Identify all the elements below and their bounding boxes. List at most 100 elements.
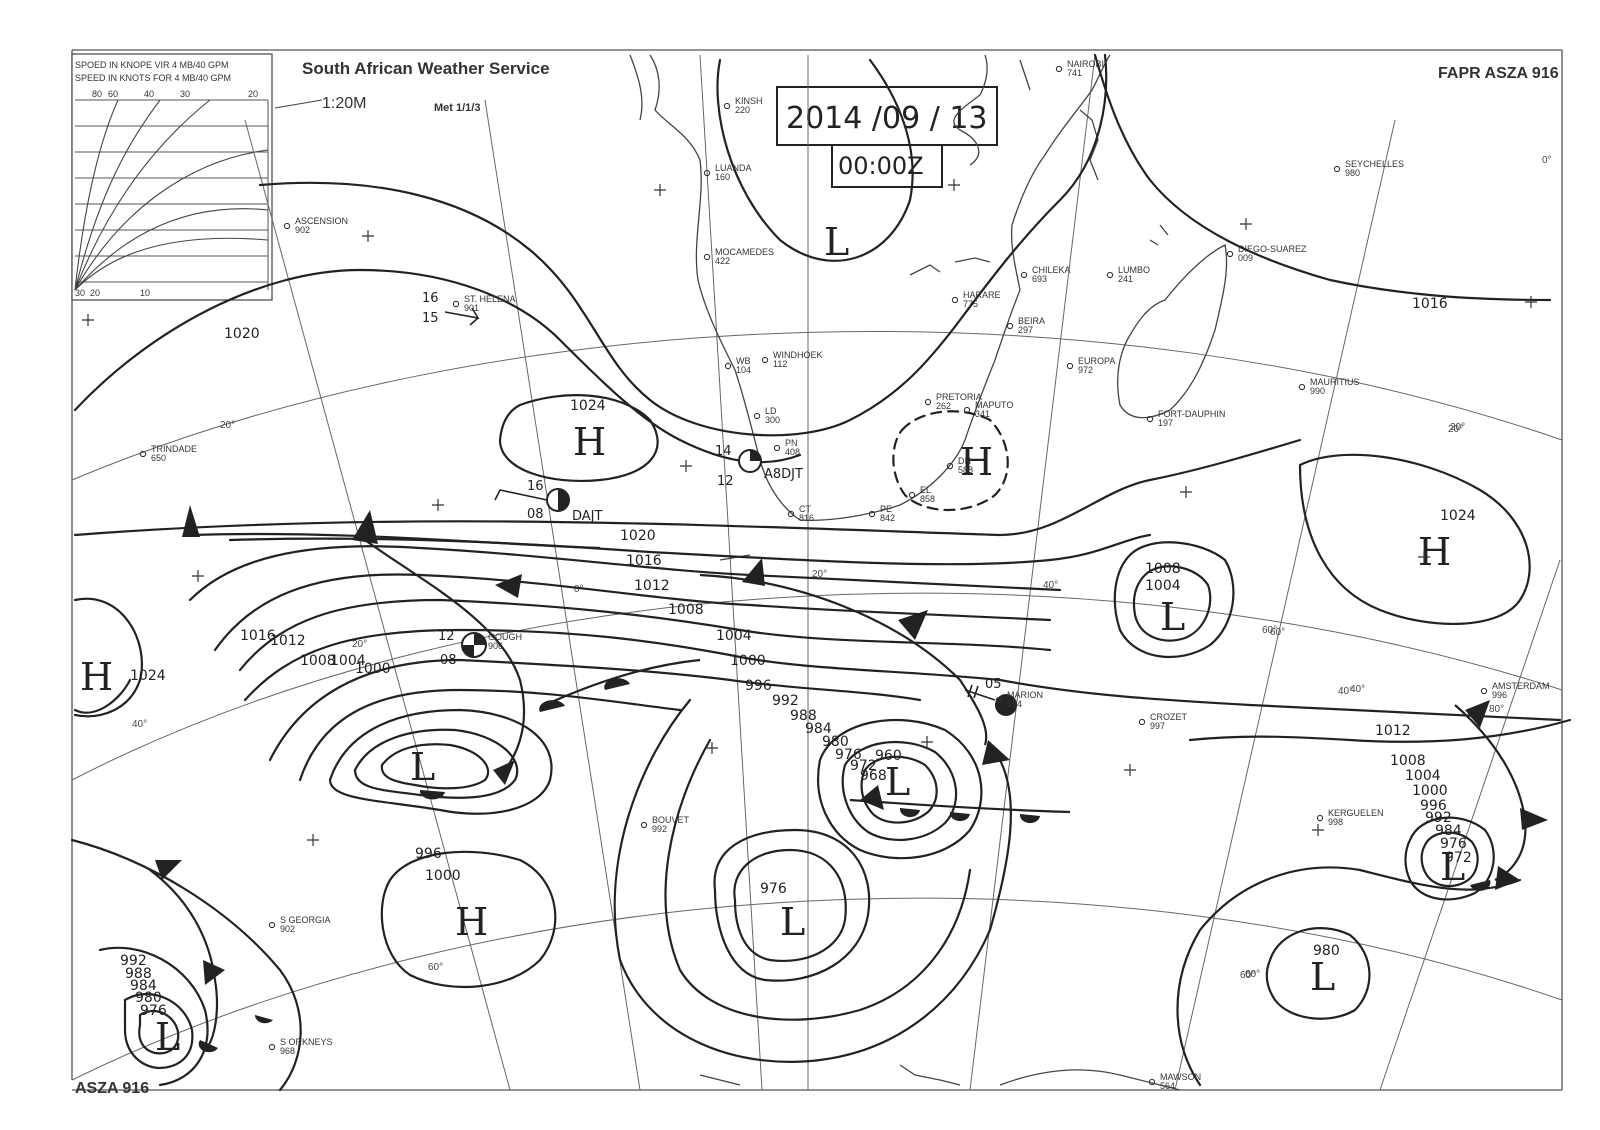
isobar-label: 980: [822, 734, 849, 750]
station-marker: [703, 169, 711, 177]
isobar-label: 1000: [730, 653, 766, 669]
ship-obs-value: 05: [985, 677, 1002, 692]
station-marker: [1148, 1078, 1156, 1086]
station-name: LD: [765, 406, 777, 416]
station-name: SEYCHELLES: [1345, 159, 1404, 169]
station-code: 968: [280, 1046, 295, 1056]
high-centre: H: [455, 900, 488, 944]
station-code: 990: [1310, 386, 1325, 396]
station-marker: [283, 222, 291, 230]
valid-time-stamp: 2014 /09 / 13 00:00Z: [776, 86, 998, 188]
station-name: MAWSON: [1160, 1072, 1201, 1082]
station-code: 408: [785, 447, 800, 457]
station-code: 998: [1328, 817, 1343, 827]
grid-label: 60°: [1240, 970, 1255, 981]
isobar-label: 996: [1420, 798, 1447, 814]
ship-obs-value: 16: [422, 291, 439, 306]
station-marker: [640, 821, 648, 829]
station-name: KERGUELEN: [1328, 808, 1384, 818]
station-code: 901: [464, 303, 479, 313]
isobar-label: 1008: [1390, 753, 1426, 769]
station-code: 994: [1007, 699, 1022, 709]
isobar-label: 1024: [1440, 508, 1476, 524]
chart-code-bottom: ASZA 916: [75, 1080, 149, 1097]
chart-time: 00:00Z: [838, 152, 924, 180]
chart-scale: 1:20M: [322, 95, 366, 112]
isobar-label: 992: [1425, 810, 1452, 826]
low-centre: L: [885, 760, 910, 804]
station-name: EL: [920, 485, 931, 495]
station-marker: [724, 362, 732, 370]
grid-label: 60°: [1245, 969, 1260, 980]
ship-obs-value: 14: [715, 444, 732, 459]
isobar-label: 1012: [1375, 723, 1411, 739]
isobar-label: 992: [120, 953, 147, 969]
station-marker: [723, 102, 731, 110]
station-name: DN: [958, 456, 971, 466]
station-marker: [773, 444, 781, 452]
low-centre: L: [824, 220, 849, 264]
station-name: S GEORGIA: [280, 915, 331, 925]
chart-date: 2014 /09 / 13: [786, 101, 988, 136]
station-marker: [268, 921, 276, 929]
high-centre: H: [80, 655, 113, 699]
station-code: 197: [1158, 418, 1173, 428]
station-code: 220: [735, 105, 750, 115]
ship-obs-value: 15: [422, 311, 439, 326]
isobar-label: 1012: [270, 633, 306, 649]
wind-scale-tick: 60: [108, 89, 118, 99]
station-name: PE: [880, 504, 892, 514]
isobar-label: 988: [790, 708, 817, 724]
station-name: MARION: [1007, 690, 1043, 700]
isobar-label: 996: [415, 846, 442, 862]
station-marker: [476, 638, 484, 646]
station-code: 902: [280, 924, 295, 934]
low-centre: L: [1160, 595, 1185, 639]
isobar-label: 1000: [1412, 783, 1448, 799]
chart-code-top: FAPR ASZA 916: [1438, 65, 1559, 82]
isobar-label: 1008: [1145, 561, 1181, 577]
isobar-label: 984: [1435, 823, 1462, 839]
station-name: NAIROBI: [1067, 59, 1104, 69]
isobar-label: 992: [772, 693, 799, 709]
isobar-label: 1004: [330, 653, 366, 669]
station-marker: [268, 1043, 276, 1051]
station-marker: [1146, 415, 1154, 423]
fronts: [149, 505, 1548, 1053]
station-name: WINDHOEK: [773, 350, 823, 360]
station-name: ST. HELENA: [464, 294, 516, 304]
station-name: ASCENSION: [295, 216, 348, 226]
wind-scale-tick: 10: [140, 288, 150, 298]
pressure-centres: L H L H L L H L L L L H H: [80, 220, 1465, 1059]
station-name: EUROPA: [1078, 356, 1115, 366]
station-marker: [1298, 383, 1306, 391]
ship-obs-id: A8DJT: [764, 467, 803, 482]
graticule: 0° 20° 40° 60° 20° 40° 20° 0° 20° 40° 60…: [71, 54, 1563, 1091]
isobar-label: 1020: [620, 528, 656, 544]
isobar-label: 984: [805, 721, 832, 737]
low-centre: L: [410, 745, 435, 789]
station-code: 842: [880, 513, 895, 523]
isobar-label: 1016: [626, 553, 662, 569]
station-marker: [1066, 362, 1074, 370]
stations: NAIROBI741KINSH220LUANDA160ASCENSION902M…: [139, 59, 1550, 1091]
station-code: 775: [963, 299, 978, 309]
station-marker: [908, 491, 916, 499]
grid-label: 40°: [132, 719, 147, 730]
station-name: CT: [799, 504, 811, 514]
station-marker: [761, 356, 769, 364]
station-marker: [946, 462, 954, 470]
isobar-label: 960: [875, 748, 902, 764]
